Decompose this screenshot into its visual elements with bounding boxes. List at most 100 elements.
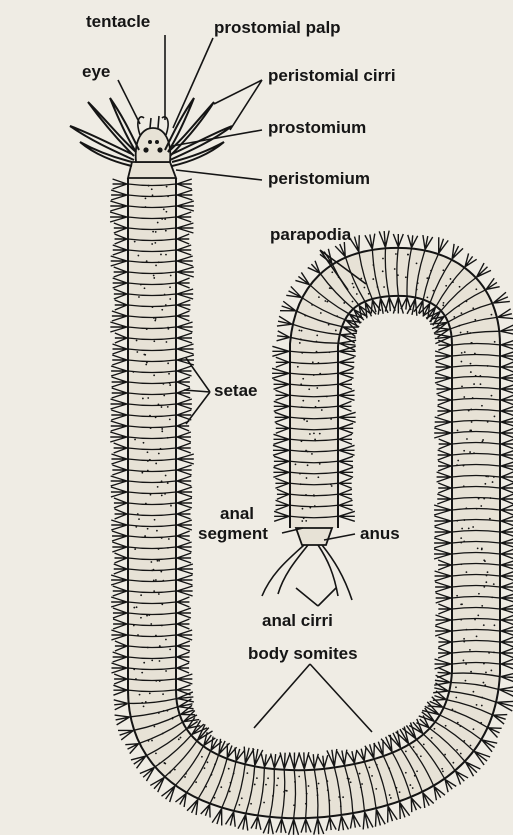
stipple-dot (460, 619, 462, 621)
stipple-dot (254, 784, 256, 786)
stipple-dot (162, 733, 164, 735)
stipple-dot (390, 797, 392, 799)
stipple-dot (161, 625, 163, 627)
stipple-dot (445, 725, 447, 727)
stipple-dot (134, 439, 136, 441)
stipple-dot (412, 787, 414, 789)
stipple-dot (471, 342, 473, 344)
stipple-dot (272, 795, 274, 797)
stipple-dot (476, 508, 478, 510)
stipple-dot (147, 397, 149, 399)
stipple-dot (416, 262, 418, 264)
stipple-dot (473, 728, 475, 730)
stipple-dot (474, 353, 476, 355)
stipple-dot (350, 781, 352, 783)
stipple-dot (146, 362, 148, 364)
stipple-dot (163, 395, 165, 397)
stipple-dot (161, 428, 163, 430)
stipple-dot (141, 672, 143, 674)
stipple-dot (146, 260, 148, 262)
stipple-dot (494, 416, 496, 418)
stipple-dot (150, 427, 152, 429)
stipple-dot (479, 375, 481, 377)
stipple-dot (481, 705, 483, 707)
stipple-dot (161, 603, 163, 605)
stipple-dot (170, 275, 172, 277)
stipple-dot (143, 354, 145, 356)
stipple-dot (483, 586, 485, 588)
stipple-dot (161, 406, 163, 408)
stipple-dot (394, 268, 396, 270)
stipple-dot (476, 635, 478, 637)
stipple-dot (306, 477, 308, 479)
stipple-dot (469, 649, 471, 651)
stipple-dot (166, 710, 168, 712)
stipple-dot (485, 672, 487, 674)
stipple-dot (466, 629, 468, 631)
stipple-dot (465, 507, 467, 509)
stipple-dot (178, 738, 180, 740)
stipple-dot (483, 498, 485, 500)
stipple-dot (468, 528, 470, 530)
stipple-dot (300, 383, 302, 385)
stipple-dot (481, 697, 483, 699)
label-prostomial-palp: prostomial palp (214, 18, 341, 37)
stipple-dot (144, 535, 146, 537)
stipple-dot (161, 480, 163, 482)
stipple-dot (494, 341, 496, 343)
stipple-dot (389, 794, 391, 796)
stipple-dot (301, 406, 303, 408)
stipple-dot (369, 766, 371, 768)
stipple-dot (246, 772, 248, 774)
stipple-dot (228, 768, 230, 770)
stipple-dot (311, 453, 313, 455)
stipple-dot (487, 421, 489, 423)
stipple-dot (311, 304, 313, 306)
stipple-dot (492, 481, 494, 483)
stipple-dot (300, 483, 302, 485)
stipple-dot (457, 722, 459, 724)
stipple-dot (397, 274, 399, 276)
stipple-dot (330, 483, 332, 485)
stipple-dot (134, 241, 136, 243)
stipple-dot (158, 560, 160, 562)
stipple-dot (155, 231, 157, 233)
stipple-dot (185, 773, 187, 775)
stipple-dot (159, 660, 161, 662)
stipple-dot (461, 312, 463, 314)
stipple-dot (154, 320, 156, 322)
stipple-dot (486, 575, 488, 577)
stipple-dot (151, 569, 153, 571)
stipple-dot (165, 304, 167, 306)
stipple-dot (146, 615, 148, 617)
stipple-dot (417, 282, 419, 284)
stipple-dot (138, 296, 140, 298)
stipple-dot (158, 403, 160, 405)
stipple-dot (328, 324, 330, 326)
stipple-dot (293, 804, 295, 806)
stipple-dot (450, 278, 452, 280)
stipple-dot (326, 780, 328, 782)
stipple-dot (459, 286, 461, 288)
eye-rear-right (155, 140, 159, 144)
stipple-dot (137, 634, 139, 636)
stipple-dot (169, 648, 171, 650)
stipple-dot (473, 691, 475, 693)
stipple-dot (145, 364, 147, 366)
stipple-dot (442, 304, 444, 306)
stipple-dot (327, 789, 329, 791)
stipple-dot (371, 775, 373, 777)
stipple-dot (150, 623, 152, 625)
stipple-dot (482, 439, 484, 441)
stipple-dot (324, 300, 326, 302)
stipple-dot (484, 483, 486, 485)
stipple-dot (154, 242, 156, 244)
stipple-dot (307, 451, 309, 453)
stipple-dot (460, 563, 462, 565)
label-peristomium: peristomium (268, 169, 370, 188)
stipple-dot (136, 606, 138, 608)
stipple-dot (405, 772, 407, 774)
label-peristomial-cirri: peristomial cirri (268, 66, 396, 85)
stipple-dot (207, 761, 209, 763)
stipple-dot (458, 325, 460, 327)
